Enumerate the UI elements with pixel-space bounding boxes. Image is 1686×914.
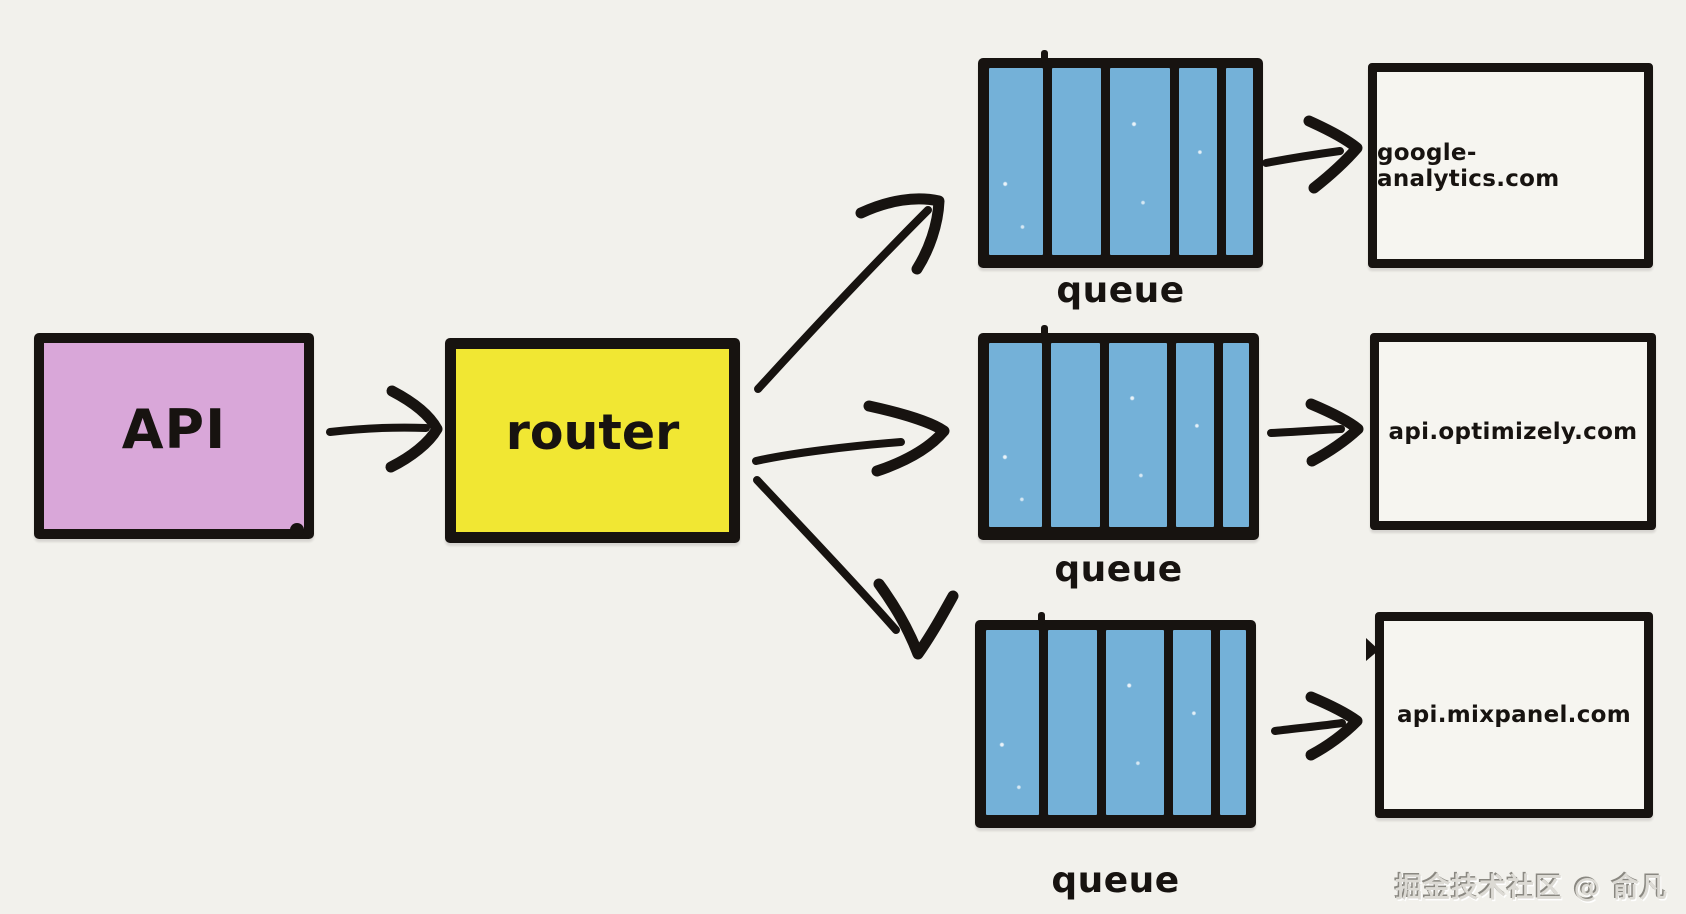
queue-cell <box>1108 343 1168 527</box>
arrowhead-queue-3-to-dest <box>1305 691 1363 761</box>
arrow-router-to-queue-2 <box>752 438 905 465</box>
api-node: API <box>34 333 314 539</box>
queue-cell <box>1051 68 1102 255</box>
arrowhead-router-to-queue-1 <box>855 193 945 275</box>
queue-box-3 <box>975 620 1256 828</box>
arrow-queue-2-to-dest <box>1267 425 1345 437</box>
queue-cell <box>1110 68 1170 255</box>
queue-cell <box>1047 630 1097 815</box>
queue-label-3: queue <box>1051 860 1180 901</box>
queue-cell <box>1219 630 1247 815</box>
destination-label: google-analytics.com <box>1377 139 1560 192</box>
queue-cell <box>1105 630 1165 815</box>
arrow-api-to-router <box>326 423 430 436</box>
router-node: router <box>445 338 740 543</box>
destination-google-analytics: google-analytics.com <box>1368 63 1653 268</box>
arrow-queue-1-to-dest <box>1262 147 1344 167</box>
queue-cell <box>989 343 1042 527</box>
queue-cell <box>989 68 1043 255</box>
queue-cell <box>1050 343 1100 527</box>
arrowhead-queue-2-to-dest <box>1305 398 1364 467</box>
destination-optimizely: api.optimizely.com <box>1370 333 1656 530</box>
arrow-queue-3-to-dest <box>1271 719 1346 735</box>
arrow-router-to-queue-1 <box>754 206 932 393</box>
arrowhead-api-to-router <box>385 385 443 473</box>
queue-box-2 <box>978 333 1259 540</box>
arrowhead-queue-1-to-dest <box>1303 115 1363 194</box>
api-node-label: API <box>121 397 227 461</box>
destination-mixpanel: api.mixpanel.com <box>1375 612 1653 818</box>
watermark: 掘金技术社区 @ 俞凡 <box>1395 873 1668 904</box>
queue-label-2: queue <box>1054 549 1183 590</box>
queue-box-1 <box>978 58 1263 268</box>
queue-cell <box>1226 68 1253 255</box>
queue-cell <box>1173 630 1211 815</box>
destination-label: api.mixpanel.com <box>1396 702 1632 728</box>
router-node-label: router <box>505 404 680 461</box>
queue-cell <box>1178 68 1218 255</box>
queue-cell <box>1176 343 1214 527</box>
queue-cell <box>1222 343 1250 527</box>
destination-label: api.optimizely.com <box>1388 418 1638 445</box>
queue-cell <box>986 630 1039 815</box>
arrow-router-to-queue-3 <box>753 476 900 634</box>
arrowhead-router-to-queue-2 <box>863 400 950 477</box>
queue-label-1: queue <box>1056 270 1185 311</box>
arrowhead-router-to-queue-3 <box>873 578 959 660</box>
